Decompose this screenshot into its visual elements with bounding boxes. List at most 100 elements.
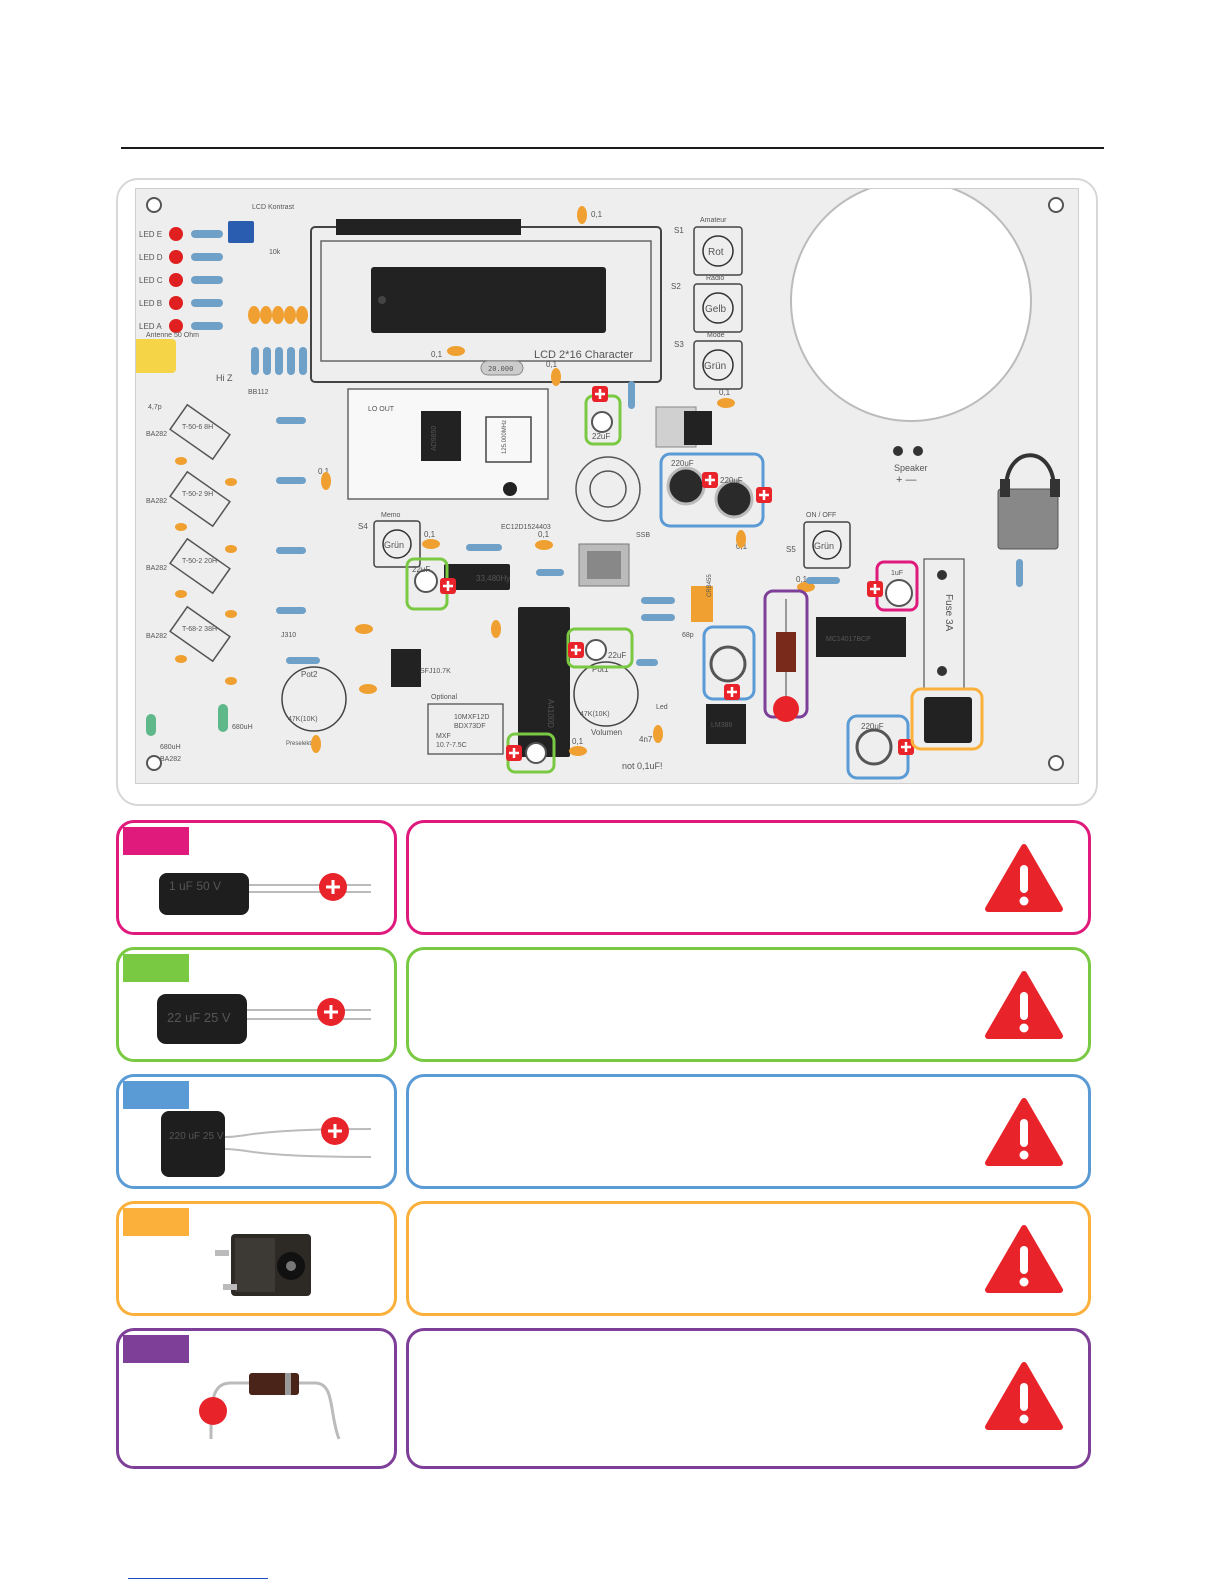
mount-hole <box>1048 197 1064 213</box>
legend-row-1uf-note <box>406 820 1091 935</box>
ceramic-resonator <box>691 586 713 622</box>
header-rule <box>121 147 1104 149</box>
cap-value: 220uF <box>720 476 743 485</box>
legend-row-22uf-part: 22 uF 25 V <box>116 947 397 1062</box>
resonator-label: CRB455 <box>707 574 713 597</box>
legend-row-dc-jack-note <box>406 1201 1091 1316</box>
potentiometer <box>281 666 347 732</box>
contrast-trimmer <box>228 221 254 243</box>
amp-ic <box>706 704 746 744</box>
switch-ref: S2 <box>671 282 681 291</box>
encoder-footprint <box>575 456 641 522</box>
lcd-contrast-label: LCD Kontrast <box>252 204 294 211</box>
note-label: not 0,1uF! <box>622 761 663 771</box>
legend-row-22uf-note <box>406 947 1091 1062</box>
switch-ref: S3 <box>674 340 684 349</box>
speaker-pad <box>893 446 903 456</box>
cap-label: 68p <box>682 632 694 639</box>
dds-osc <box>485 416 532 463</box>
ic-label: LM386 <box>711 722 733 729</box>
crystal <box>480 360 524 376</box>
warning-icon <box>985 844 1063 912</box>
mxf-filter-outline <box>427 703 504 755</box>
lcd-caption: LCD 2*16 Character <box>534 349 633 361</box>
microcontroller-ic <box>371 267 606 333</box>
part-image-diode <box>199 1373 341 1440</box>
filter-label: T-50-2 9H <box>182 491 213 498</box>
diode-label: BA282 <box>160 756 181 763</box>
diode-label: BA282 <box>146 633 167 640</box>
legend-row-1uf-part: 1 uF 50 V <box>116 820 397 935</box>
warning-icon <box>985 1362 1063 1430</box>
dds-chip-label: AD9850 <box>431 426 438 451</box>
legend-row-220uf-note <box>406 1074 1091 1189</box>
highlight-dc-jack <box>910 687 984 751</box>
switch-ref: S4 <box>358 522 368 531</box>
part-marking: 1 uF 50 V <box>169 879 221 893</box>
cap-value: 0,1 <box>424 530 436 539</box>
headphone-jack <box>997 488 1059 550</box>
capacitor-220uf <box>709 645 747 683</box>
inductor-label: 680uH <box>232 724 253 731</box>
pcb-photo: Speaker + — LCD 2*16 Character 20.000 LE… <box>135 188 1079 784</box>
capacitor-22uf <box>591 411 613 433</box>
legend-color-tab <box>123 827 189 855</box>
diode-body <box>249 1373 299 1395</box>
mxf-text: MXF <box>436 733 451 740</box>
diode-body <box>776 632 796 672</box>
led-label: LED D <box>139 253 163 262</box>
legend-color-tab <box>123 954 189 982</box>
lcd-header <box>336 219 521 235</box>
legend-color-tab <box>123 1208 189 1236</box>
resistor-bank <box>251 347 307 375</box>
pot-label: Pot2 <box>301 670 318 679</box>
filter-label: T-50-6 8H <box>182 424 213 431</box>
speaker-cutout <box>790 189 1032 422</box>
legend-row-diode-note <box>406 1328 1091 1469</box>
potentiometer <box>573 661 639 727</box>
ic-label: MC14017BCP <box>826 636 871 643</box>
cap-value: 22uF <box>608 651 626 660</box>
pot-value: 47K(10K) <box>580 711 610 718</box>
button-label: Gelb <box>705 304 727 315</box>
cap-value: 0,1 <box>546 360 558 369</box>
inductor-label: 680uH <box>160 744 181 751</box>
part-image-dc-jack <box>215 1234 311 1296</box>
ic-label: SFJ10.7K <box>420 668 451 675</box>
cap-value: 22uF <box>412 565 430 574</box>
part-marking: 22 uF 25 V <box>167 1010 231 1025</box>
mount-hole <box>1048 755 1064 771</box>
warning-icon <box>985 1225 1063 1293</box>
cap-value: 220uF <box>861 722 884 731</box>
filter-section <box>169 403 231 663</box>
pot-label: Pot1 <box>592 665 609 674</box>
counter-ic <box>816 617 906 657</box>
cap-label: 4n7 <box>639 735 653 744</box>
trimmer-value: 10k <box>269 249 281 256</box>
optional-label: Optional <box>431 694 458 701</box>
led-label: LED E <box>139 230 162 239</box>
button-label: Grün <box>814 541 834 551</box>
cap-value: 0,1 <box>591 210 603 219</box>
capacitor-22uf <box>525 742 547 764</box>
ic-label: A4100D <box>546 699 555 728</box>
legend-row-220uf-part: 220 uF 25 V <box>116 1074 397 1189</box>
cap-value: 22uF <box>592 432 610 441</box>
mxf-text: BDX73DF <box>454 723 486 730</box>
crystal-label: 20.000 <box>488 365 513 373</box>
inductor <box>218 704 228 732</box>
filter-label: T-50-2 20H <box>182 558 217 565</box>
part-image-22uf: 22 uF 25 V <box>157 994 371 1044</box>
button-function: ON / OFF <box>806 512 836 519</box>
cap-value: 0,1 <box>796 575 808 584</box>
filter-label: T-68-2 38H <box>182 626 217 633</box>
diode-label: BA282 <box>146 565 167 572</box>
led-label: LED B <box>139 299 162 308</box>
capacitor-220uf <box>855 728 893 766</box>
fuse-label: Fuse 3A <box>943 594 954 632</box>
button-label: Rot <box>708 247 724 258</box>
diode-label: BA282 <box>146 431 167 438</box>
warning-icon <box>985 971 1063 1039</box>
capacitor-220uf <box>714 479 754 519</box>
footer-link-underline[interactable] <box>128 1578 268 1579</box>
